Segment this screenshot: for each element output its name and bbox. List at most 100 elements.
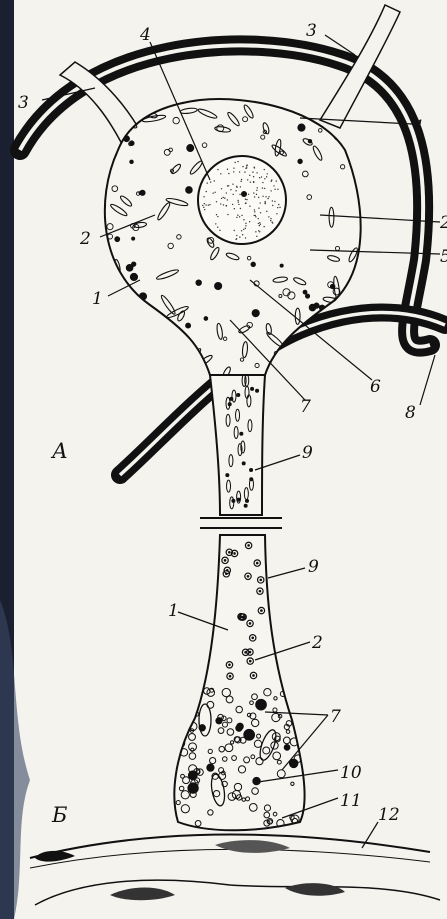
label-7-top: 7 [300, 397, 311, 417]
chromatin-dot [245, 202, 246, 203]
chromatin-dot [243, 219, 244, 220]
chromatin-dot [255, 231, 256, 232]
axon-granule [249, 468, 253, 472]
chromatin-dot [237, 200, 238, 201]
chromatin-dot [257, 187, 258, 188]
label-3-left: 3 [18, 93, 29, 113]
granule [130, 273, 137, 280]
chromatin-dot [244, 171, 245, 172]
chromatin-dot [259, 177, 260, 178]
label-1-left: 1 [92, 289, 103, 309]
chromatin-dot [255, 216, 256, 217]
granule [309, 304, 316, 311]
chromatin-dot [226, 192, 227, 193]
chromatin-dot [227, 199, 228, 200]
chromatin-dot [207, 182, 208, 183]
chromatin-dot [261, 176, 262, 177]
chromatin-dot [274, 201, 275, 202]
part-label-b: Б [51, 803, 67, 827]
granule [196, 280, 202, 286]
chromatin-dot [260, 212, 261, 213]
chromatin-dot [220, 203, 221, 204]
chromatin-dot [204, 209, 205, 210]
chromatin-dot [223, 204, 224, 205]
chromatin-dot [223, 197, 224, 198]
chromatin-dot [266, 176, 267, 177]
chromatin-dot [259, 231, 260, 232]
chromatin-dot [233, 171, 234, 172]
chromatin-dot [236, 217, 237, 218]
chromatin-dot [253, 192, 254, 193]
granule [130, 160, 134, 164]
chromatin-dot [214, 180, 215, 181]
label-2-left: 2 [79, 229, 91, 249]
synaptic-vesicle [253, 777, 260, 784]
chromatin-dot [272, 200, 273, 201]
axon-granule [237, 498, 241, 502]
chromatin-dot [235, 239, 236, 240]
chromatin-dot [260, 224, 261, 225]
vesicle-core [259, 590, 262, 593]
chromatin-dot [258, 223, 259, 224]
granule [305, 294, 309, 298]
chromatin-dot [252, 171, 253, 172]
chromatin-dot [259, 202, 260, 203]
granule [186, 187, 193, 194]
chromatin-dot [249, 205, 250, 206]
chromatin-dot [242, 234, 243, 235]
chromatin-dot [241, 230, 242, 231]
chromatin-dot [271, 181, 272, 182]
synaptic-vesicle [207, 764, 214, 771]
granule [308, 139, 312, 143]
chromatin-dot [270, 220, 271, 221]
granule [140, 190, 145, 195]
label-6: 6 [370, 377, 381, 397]
chromatin-dot [278, 204, 279, 205]
chromatin-dot [268, 196, 269, 197]
chromatin-dot [239, 216, 240, 217]
chromatin-dot [276, 213, 277, 214]
label-10: 10 [340, 763, 362, 783]
chromatin-dot [217, 226, 218, 227]
chromatin-dot [246, 199, 247, 200]
chromatin-dot [263, 226, 264, 227]
label-4: 4 [139, 25, 151, 45]
chromatin-dot [240, 181, 241, 182]
vesicle-core [251, 637, 254, 640]
chromatin-dot [232, 194, 233, 195]
chromatin-dot [219, 230, 220, 231]
chromatin-dot [265, 196, 266, 197]
vesicle-core [249, 651, 252, 654]
chromatin-dot [267, 198, 268, 199]
chromatin-dot [266, 211, 267, 212]
axon-granule [236, 393, 240, 397]
chromatin-dot [254, 196, 255, 197]
chromatin-dot [256, 190, 257, 191]
chromatin-dot [230, 189, 231, 190]
chromatin-dot [202, 205, 203, 206]
chromatin-dot [210, 181, 211, 182]
chromatin-dot [234, 162, 235, 163]
chromatin-dot [272, 222, 273, 223]
chromatin-dot [239, 171, 240, 172]
chromatin-dot [238, 201, 239, 202]
axon-granule [244, 504, 248, 508]
chromatin-dot [236, 187, 237, 188]
chromatin-dot [206, 191, 207, 192]
vesicle-core [229, 675, 232, 678]
chromatin-dot [208, 204, 209, 205]
axon-granule [231, 499, 235, 503]
chromatin-dot [267, 173, 268, 174]
chromatin-dot [262, 182, 263, 183]
chromatin-dot [232, 183, 233, 184]
chromatin-dot [276, 180, 277, 181]
chromatin-dot [245, 225, 246, 226]
chromatin-dot [209, 204, 210, 205]
chromatin-dot [214, 192, 215, 193]
granule [251, 262, 256, 267]
chromatin-dot [253, 182, 254, 183]
chromatin-dot [270, 190, 271, 191]
axon-granule [229, 397, 233, 401]
